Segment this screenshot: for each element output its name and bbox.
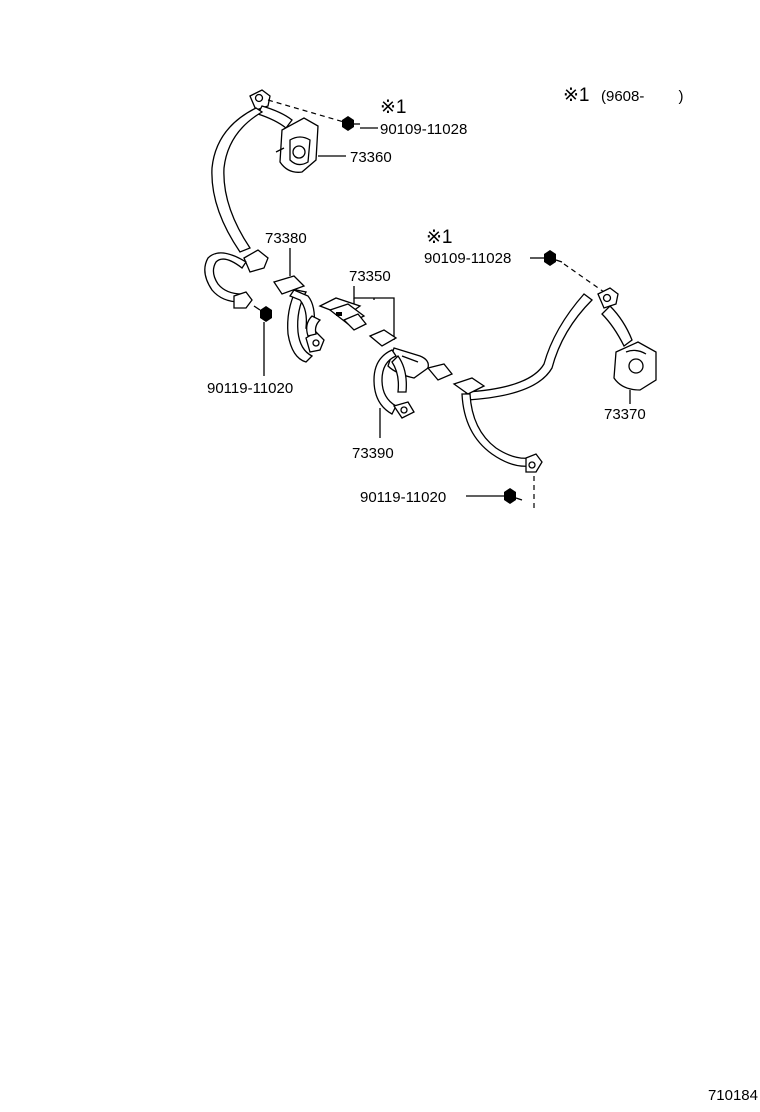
callout-bolt-right: 90109-11028: [424, 250, 511, 267]
bolt-right-lower-icon[interactable]: [504, 488, 523, 504]
bolt-upper-icon[interactable]: [342, 116, 360, 131]
callout-belt-left-outer: 73380: [265, 230, 307, 247]
callout-buckle-center: 73350: [349, 268, 391, 285]
note-symbol: ※1: [563, 85, 590, 106]
callout-bolt-upper: 90109-11028: [380, 121, 467, 138]
right-bolt-guide: [563, 263, 605, 293]
buckle-73350-left[interactable]: [306, 297, 368, 337]
retractor-left-assembly[interactable]: [211, 89, 319, 253]
callout-mark-upper: ※1: [380, 97, 407, 118]
callout-retractor-left: 73360: [350, 149, 392, 166]
callout-mark-right: ※1: [426, 227, 453, 248]
belt-left-lower[interactable]: [204, 249, 269, 309]
upper-bolt-guide: [267, 99, 345, 123]
note-range: (9608- ): [601, 88, 684, 105]
reference-number: 710184: [707, 1087, 758, 1104]
belt-73390[interactable]: [373, 349, 415, 419]
bolt-left-lower-icon[interactable]: [253, 305, 272, 322]
callout-belt-center: 73390: [352, 445, 394, 462]
callout-bolt-right-lower: 90119-11020: [360, 489, 446, 506]
retractor-right-assembly[interactable]: [465, 287, 657, 401]
callout-retractor-right: 73370: [604, 406, 646, 423]
belt-right-lower[interactable]: [452, 377, 543, 473]
bolt-right-icon[interactable]: [544, 250, 563, 266]
callout-bolt-left-lower: 90119-11020: [207, 380, 293, 397]
